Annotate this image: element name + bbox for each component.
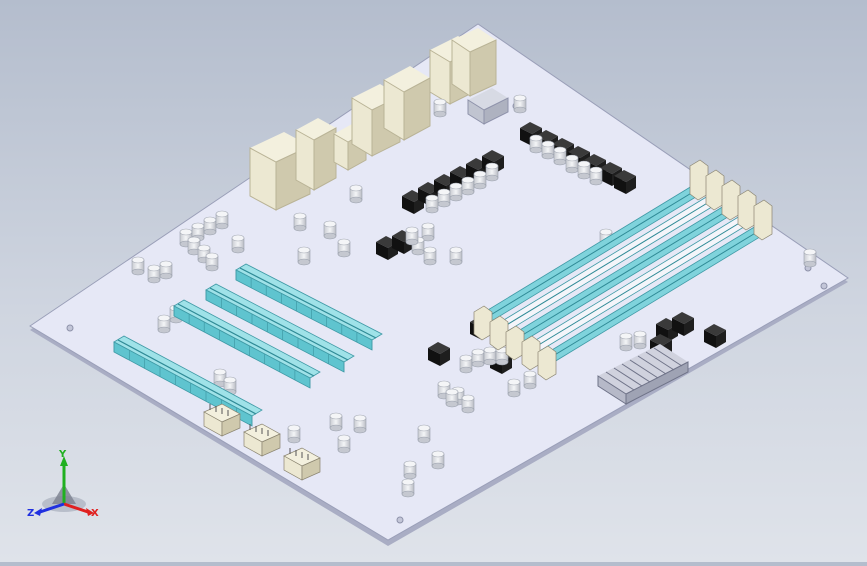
capacitor <box>565 154 579 174</box>
pin-header[interactable] <box>203 403 241 437</box>
pcie-slot[interactable] <box>235 263 383 351</box>
rear-io-ports[interactable] <box>249 28 509 211</box>
capacitor <box>157 314 171 334</box>
z-axis-label: Z <box>27 508 34 519</box>
pcie-slot[interactable] <box>113 335 263 427</box>
capacitor <box>337 434 351 454</box>
pcie-slots[interactable] <box>113 263 383 427</box>
z-axis-line <box>39 502 65 514</box>
capacitor <box>159 260 173 280</box>
capacitor <box>417 424 431 444</box>
capacitor <box>425 194 439 214</box>
capacitor <box>577 160 591 180</box>
capacitor <box>449 246 463 266</box>
capacitor <box>507 378 521 398</box>
capacitor <box>541 140 555 160</box>
x-axis-label: X <box>91 508 99 519</box>
capacitor <box>403 460 417 480</box>
capacitor <box>401 478 415 498</box>
capacitor <box>421 222 435 242</box>
io-port-block <box>451 28 497 97</box>
mosfet-chip <box>428 342 450 366</box>
pin-header[interactable] <box>243 423 281 457</box>
capacitor <box>449 182 463 202</box>
capacitor <box>293 212 307 232</box>
io-port-block <box>383 66 431 141</box>
io-connector-grey <box>467 88 509 125</box>
mosfet-chip <box>672 312 694 336</box>
pcie-slot[interactable] <box>205 283 355 373</box>
capacitor <box>349 184 363 204</box>
capacitor <box>329 412 343 432</box>
capacitor <box>203 216 217 236</box>
capacitor <box>287 424 301 444</box>
capacitor <box>433 98 447 118</box>
capacitor <box>337 238 351 258</box>
capacitor <box>461 176 475 196</box>
capacitor <box>473 170 487 190</box>
x-axis-line <box>63 502 89 514</box>
dimm-slot[interactable] <box>505 179 741 361</box>
capacitor <box>147 264 161 284</box>
capacitor <box>437 188 451 208</box>
capacitor <box>297 246 311 266</box>
capacitor <box>471 348 485 368</box>
dimm-slot[interactable] <box>473 159 709 341</box>
capacitor <box>445 388 459 408</box>
capacitor <box>353 414 367 434</box>
capacitor <box>423 246 437 266</box>
capacitor <box>431 450 445 470</box>
io-port-block <box>249 132 311 211</box>
capacitor <box>405 226 419 246</box>
capacitor <box>485 162 499 182</box>
mosfet-chip <box>704 324 726 348</box>
capacitor <box>523 370 537 390</box>
capacitor <box>187 236 201 256</box>
view-orientation-triad[interactable]: Y X Z <box>24 446 104 526</box>
capacitor <box>215 210 229 230</box>
capacitor <box>619 332 633 352</box>
capacitor <box>231 234 245 254</box>
capacitor <box>633 330 647 350</box>
capacitor <box>513 94 527 114</box>
capacitor <box>589 166 603 186</box>
capacitor <box>483 346 497 366</box>
capacitor-group <box>131 94 817 498</box>
capacitor <box>529 134 543 154</box>
dimm-slot[interactable] <box>489 169 725 351</box>
pin-header[interactable] <box>283 447 321 481</box>
capacitor <box>131 256 145 276</box>
atx-power-connector[interactable] <box>597 344 689 405</box>
dimm-slot[interactable] <box>537 199 773 381</box>
capacitor <box>803 248 817 268</box>
capacitor <box>323 220 337 240</box>
capacitor <box>459 354 473 374</box>
io-port-block <box>295 118 337 191</box>
pcie-slot[interactable] <box>173 299 321 389</box>
capacitor <box>553 146 567 166</box>
mosfet-chip <box>614 170 636 194</box>
capacitor <box>461 394 475 414</box>
capacitor <box>205 252 219 272</box>
front-panel-headers[interactable] <box>203 403 321 481</box>
y-axis-label: Y <box>58 449 67 460</box>
dimm-slots[interactable] <box>473 159 773 381</box>
